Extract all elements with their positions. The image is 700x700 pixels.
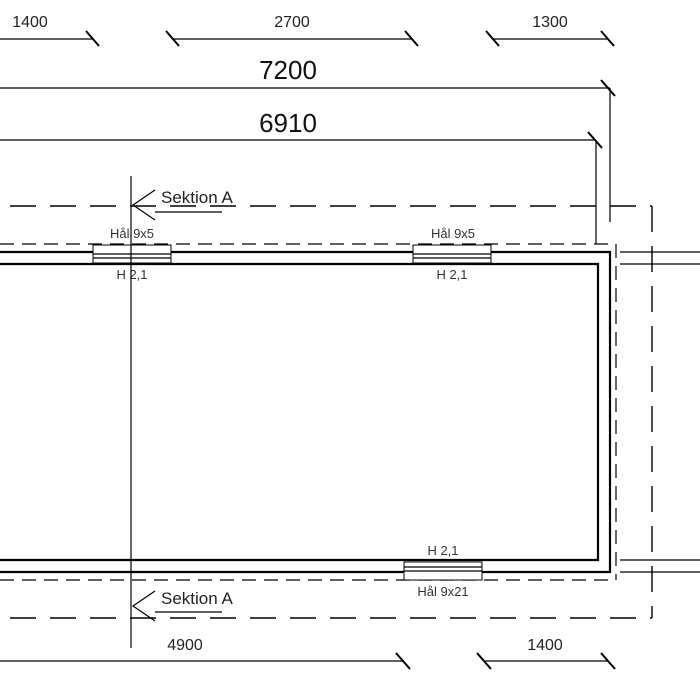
dim-label-1300: 1300 [532, 14, 568, 31]
dim-tick [485, 30, 500, 47]
dim-label-7200: 7200 [259, 55, 317, 85]
section-arrow-bottom [131, 590, 156, 622]
dim-tick [395, 652, 411, 670]
top-dimension-row: 1400 2700 1300 [0, 14, 615, 47]
dim-tick [600, 79, 616, 97]
inner-dimension: 6910 [0, 108, 603, 244]
opening-bottom: H 2,1 Hål 9x21 [403, 543, 483, 599]
section-arrow-top [131, 189, 156, 221]
inner-wall [0, 262, 600, 562]
dim-tick [165, 30, 180, 47]
dim-tick [600, 30, 615, 47]
opening-height: H 2,1 [427, 543, 458, 558]
dim-label-1400-top: 1400 [12, 14, 48, 31]
section-label-top: Sektion A [161, 188, 233, 207]
foundation-outline [10, 205, 700, 619]
dim-tick [85, 30, 100, 47]
inner-dashed-outline [0, 243, 617, 581]
dim-tick [587, 131, 603, 149]
overall-dimension: 7200 [0, 55, 616, 222]
opening-label: Hål 9x21 [417, 584, 468, 599]
opening-label: Hål 9x5 [431, 226, 475, 241]
dim-label-6910: 6910 [259, 108, 317, 138]
bottom-dimension-row: 4900 1400 [0, 637, 616, 670]
opening-height: H 2,1 [436, 267, 467, 282]
section-line-a: Sektion A Sektion A [130, 176, 233, 648]
opening-label: Hål 9x5 [110, 226, 154, 241]
dim-tick [476, 652, 492, 670]
dim-label-1400-bottom: 1400 [527, 637, 563, 654]
opening-height: H 2,1 [116, 267, 147, 282]
dim-label-4900: 4900 [167, 637, 203, 654]
dim-label-2700: 2700 [274, 14, 310, 31]
opening-top-left: Hål 9x5 H 2,1 [92, 226, 172, 282]
walls [0, 250, 612, 574]
dim-tick [404, 30, 419, 47]
opening-top-right: Hål 9x5 H 2,1 [412, 226, 492, 282]
outer-wall [0, 250, 612, 574]
section-label-bottom: Sektion A [161, 589, 233, 608]
dim-tick [600, 652, 616, 670]
